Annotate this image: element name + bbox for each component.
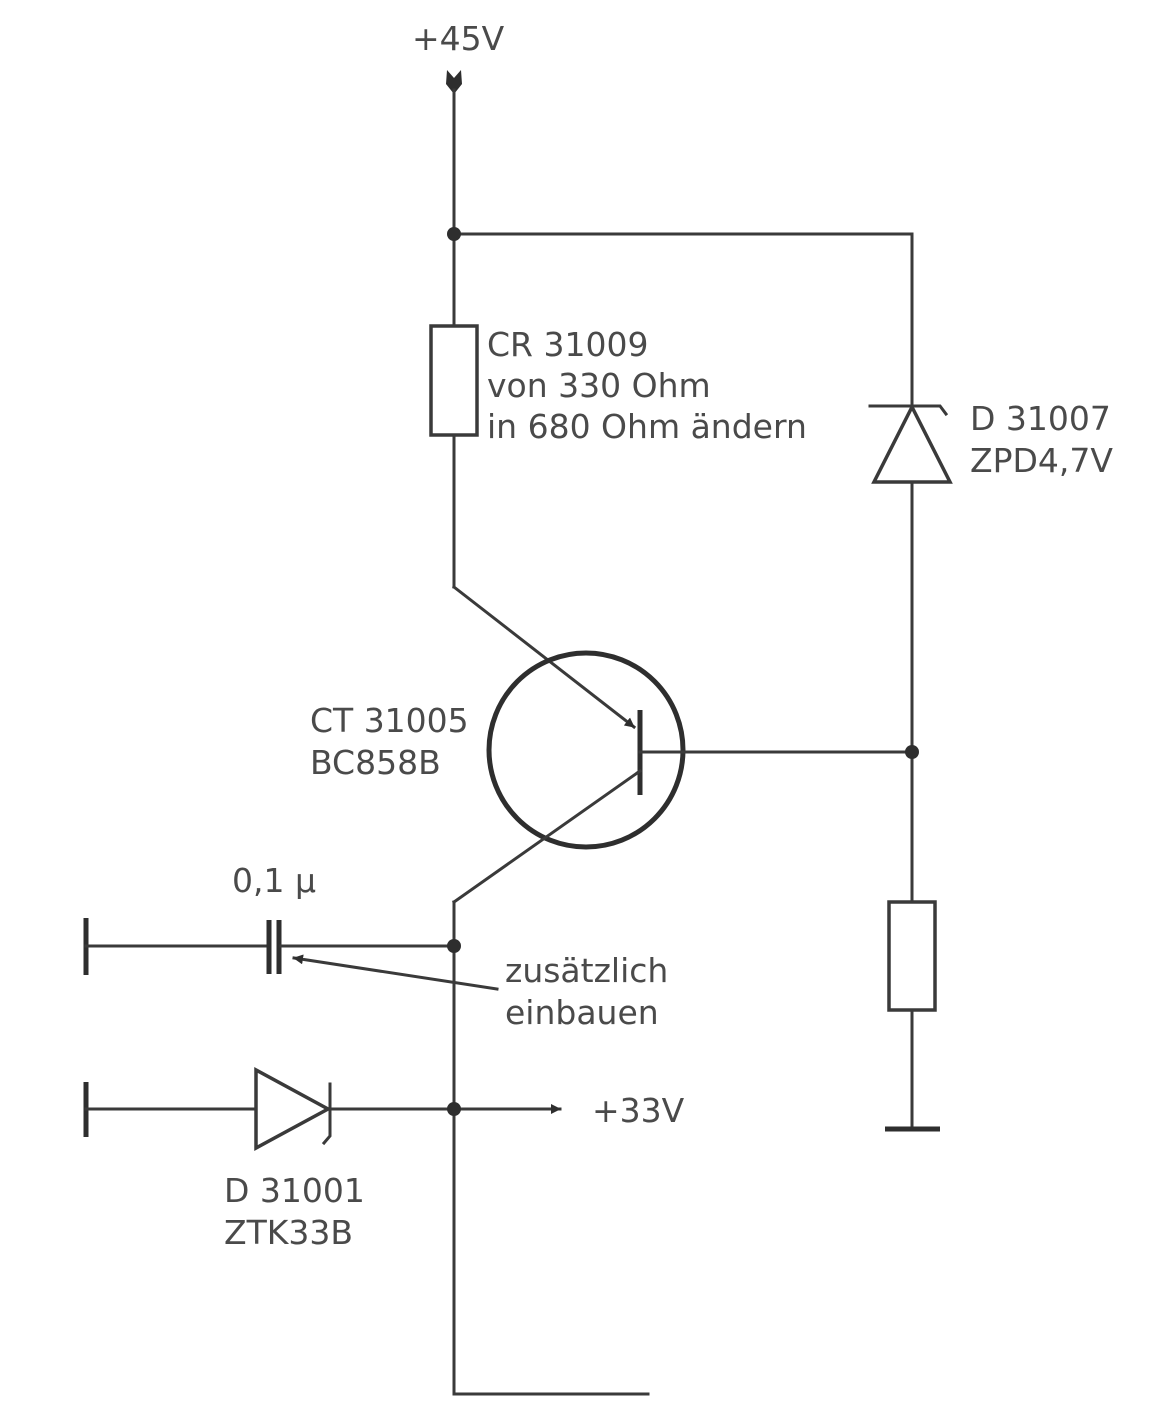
supply-input-connector-icon <box>446 70 462 94</box>
junction-dot-right <box>905 745 919 759</box>
capacitor-value: 0,1 µ <box>232 861 316 900</box>
resistor-right-unlabeled <box>887 900 937 1012</box>
resistor-cr31009-ref: CR 31009 <box>487 325 648 364</box>
transistor-ct31005-type: BC858B <box>310 743 441 782</box>
resistor-cr31009 <box>429 324 479 437</box>
capacitor-note-1: zusätzlich <box>505 951 668 990</box>
transistor-collector-lead <box>451 768 643 905</box>
resistor-cr31009-note-2: in 680 Ohm ändern <box>487 407 807 446</box>
zener-d31001-triangle <box>254 1067 332 1151</box>
zener-d31001-cathode-bar <box>321 1082 332 1146</box>
transistor-emitter-arrow <box>451 584 637 730</box>
zener-d31007-ref: D 31007 <box>970 399 1111 438</box>
junction-dot-zener <box>447 1102 461 1116</box>
transistor-ct31005-body <box>486 650 686 850</box>
capacitor-note-2: einbauen <box>505 993 659 1032</box>
annotation-arrow <box>292 954 499 991</box>
junction-dot-capacitor <box>447 939 461 953</box>
zener-d31007-cathode-bar <box>868 404 949 417</box>
output-33v-label: +33V <box>592 1091 685 1130</box>
transistor-ct31005-ref: CT 31005 <box>310 701 469 740</box>
supply-45v-label: +45V <box>412 19 505 58</box>
zener-d31007-type: ZPD4,7V <box>970 441 1113 480</box>
zener-d31001-type: ZTK33B <box>224 1213 353 1252</box>
zener-d31001-ref: D 31001 <box>224 1171 365 1210</box>
zener-d31007-triangle <box>871 403 953 484</box>
resistor-cr31009-note-1: von 330 Ohm <box>487 366 711 405</box>
junction-dot-top <box>447 227 461 241</box>
